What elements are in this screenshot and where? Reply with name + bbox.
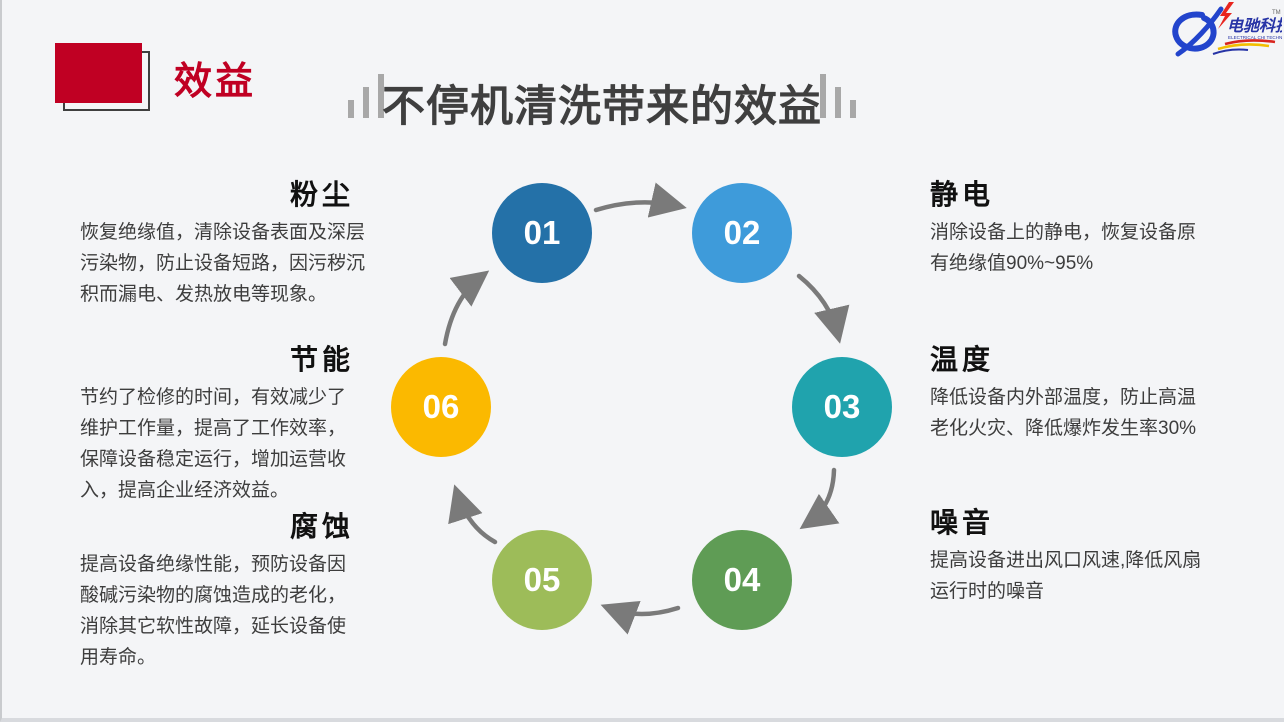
logo-name: 电驰科技 [1227, 17, 1282, 35]
benefit-temperature: 温度 降低设备内外部温度，防止高温 老化火灾、降低爆炸发生率30% [930, 345, 1240, 444]
arrow-04-to-05 [600, 600, 681, 635]
logo-underline-red [1224, 39, 1276, 46]
arrow-05-to-06 [448, 484, 498, 545]
arrow-06-to-01 [442, 270, 490, 347]
step-circle-02: 02 [692, 183, 792, 283]
bar-chart-icon-left [348, 73, 384, 118]
cycle-arrows [442, 182, 850, 635]
benefit-text: 节约了检修的时间，有效减少了 维护工作量，提高了工作效率， 保障设备稳定运行，增… [80, 387, 347, 501]
arrow-03-to-04 [799, 467, 840, 530]
benefit-energy-saving: 节能 节约了检修的时间，有效减少了 维护工作量，提高了工作效率， 保障设备稳定运… [80, 345, 372, 506]
logo-d-swoosh [1172, 11, 1217, 52]
benefit-text: 恢复绝缘值，清除设备表面及深层 污染物，防止设备短路，因污秽沉 积而漏电、发热放… [80, 222, 366, 305]
lightning-icon [1218, 2, 1234, 29]
benefit-text: 降低设备内外部温度，防止高温 老化火灾、降低爆炸发生率30% [930, 387, 1197, 439]
benefit-title: 节能 [289, 344, 354, 375]
step-number: 06 [422, 388, 460, 425]
benefit-title: 温度 [930, 344, 995, 375]
benefit-text: 提高设备进出风口风速,降低风扇 运行时的噪音 [930, 550, 1202, 602]
step-circle-01: 01 [492, 183, 592, 283]
company-logo: 电驰科技 TM ELECTRICAL CHI TECHNOLOGY [1172, 2, 1282, 57]
logo-trademark: TM [1272, 10, 1281, 16]
benefit-corrosion: 腐蚀 提高设备绝缘性能，预防设备因 酸碱污染物的腐蚀造成的老化， 消除其它软性故… [80, 512, 372, 673]
step-circle-03: 03 [792, 357, 892, 457]
arrow-02-to-03 [796, 273, 850, 344]
benefit-title: 噪音 [930, 507, 995, 538]
benefit-static: 静电 消除设备上的静电，恢复设备原 有绝缘值90%~95% [930, 180, 1240, 279]
step-number: 01 [523, 214, 561, 251]
page-title: 不停机清洗带来的效益 [382, 83, 822, 131]
arrow-01-to-02 [593, 182, 687, 218]
bar-chart-icon-right [820, 73, 856, 118]
step-circle-04: 04 [692, 530, 792, 630]
logo-underline-yellow [1217, 43, 1270, 51]
logo-underline-blue [1212, 48, 1249, 55]
benefit-title: 静电 [930, 179, 995, 210]
logo-subtitle: ELECTRICAL CHI TECHNOLOGY [1228, 35, 1282, 40]
benefit-noise: 噪音 提高设备进出风口风速,降低风扇 运行时的噪音 [930, 508, 1240, 607]
benefit-text: 消除设备上的静电，恢复设备原 有绝缘值90%~95% [930, 222, 1197, 274]
step-number: 04 [723, 561, 761, 598]
header-square-red [55, 43, 142, 103]
benefit-title: 粉尘 [289, 179, 354, 210]
benefit-title: 腐蚀 [289, 511, 354, 542]
step-circle-05: 05 [492, 530, 592, 630]
benefit-text: 提高设备绝缘性能，预防设备因 酸碱污染物的腐蚀造成的老化， 消除其它软性故障，延… [80, 554, 347, 668]
step-number: 03 [823, 388, 861, 425]
step-number: 02 [723, 214, 761, 251]
step-circle-06: 06 [391, 357, 491, 457]
benefit-dust: 粉尘 恢复绝缘值，清除设备表面及深层 污染物，防止设备短路，因污秽沉 积而漏电、… [80, 180, 372, 310]
section-label: 效益 [174, 61, 257, 103]
step-number: 05 [523, 561, 561, 598]
logo-d-tail [1175, 6, 1224, 57]
